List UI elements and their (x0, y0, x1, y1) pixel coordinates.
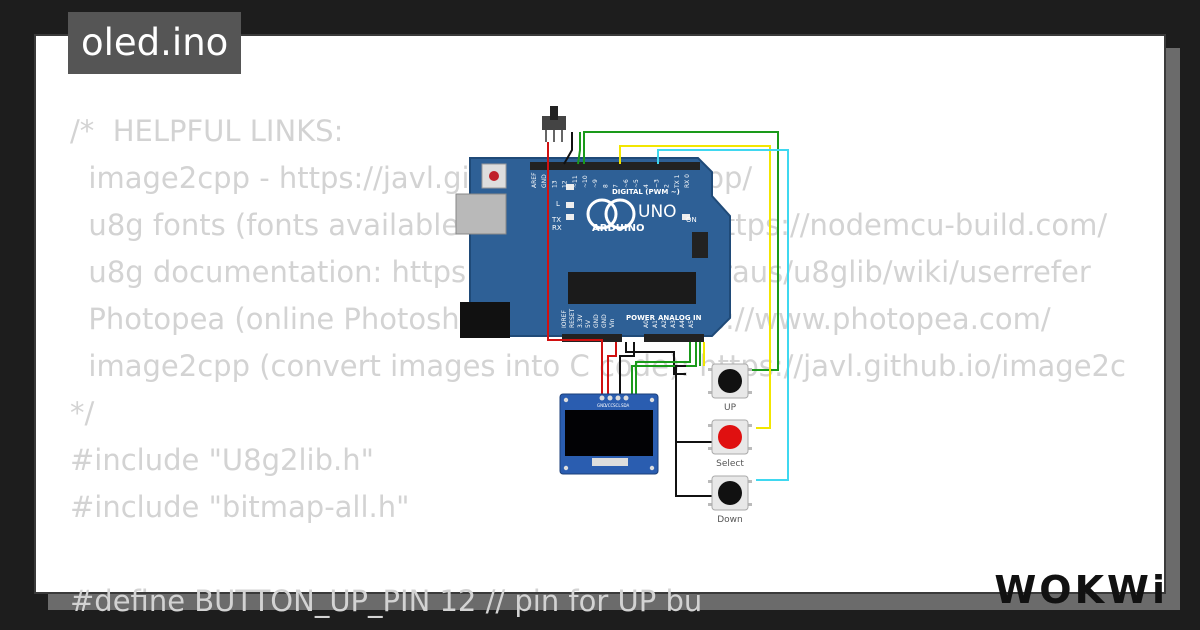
usb-port (455, 193, 507, 235)
digital-header (530, 162, 700, 170)
top-pin-label: ~3 (653, 179, 660, 188)
bottom-pin-label: A2 (661, 320, 668, 328)
bottom-pin-label: GND (601, 314, 608, 328)
top-pin-label: ~6 (623, 179, 630, 188)
digital-pins-label: DIGITAL (PWM ~) (612, 188, 680, 196)
l-led-label: L (556, 200, 560, 208)
power-header (562, 334, 622, 342)
push-button-label: Down (717, 515, 743, 525)
push-buttons[interactable]: UP Select Down (708, 363, 752, 525)
push-button-label: UP (724, 403, 737, 413)
tx-led-label: TX (551, 216, 561, 224)
code-line: */ (70, 396, 95, 430)
wokwi-logo: WOKWi (994, 568, 1168, 612)
arduino-logo-icon (586, 198, 618, 230)
push-button-select[interactable]: Select (708, 419, 752, 469)
bottom-pin-label: A4 (679, 320, 686, 328)
bottom-pin-label: A3 (670, 320, 677, 328)
oled-pin-label: SCL (613, 403, 621, 408)
on-led-label: ON (686, 216, 697, 224)
push-button-down[interactable]: Down (708, 475, 752, 525)
code-line: /* HELPFUL LINKS: (70, 114, 344, 148)
push-button-up[interactable]: UP (708, 363, 752, 413)
top-pin-label: 2 (664, 184, 671, 188)
analog-pins-label: ANALOG IN (658, 314, 702, 322)
bottom-pin-label: A5 (688, 320, 695, 328)
top-pin-label: ~11 (572, 175, 579, 188)
bottom-pin-label: RESET (569, 308, 576, 328)
top-pin-label: RX 0 (684, 174, 691, 188)
wires (547, 131, 789, 497)
top-pin-label: TX 1 (674, 174, 681, 189)
top-pin-label: 13 (551, 180, 558, 188)
analog-header (644, 334, 704, 342)
top-pin-label: 12 (562, 180, 569, 188)
code-line: #define BUTTON_UP_PIN 12 // pin for UP b… (70, 584, 703, 618)
oled-pin-label: GND (597, 403, 606, 408)
top-pin-label: 4 (643, 184, 650, 188)
top-pin-label: AREF (531, 172, 538, 188)
bottom-pin-label: Vin (609, 318, 616, 328)
slide-switch[interactable] (542, 106, 566, 142)
top-pin-label: ~10 (582, 175, 589, 188)
bottom-pin-label: A0 (643, 320, 650, 328)
top-pin-label: 7 (613, 184, 620, 188)
top-pin-label: GND (541, 174, 548, 188)
bottom-pin-label: 3.3V (577, 313, 584, 328)
top-pin-label: ~5 (633, 179, 640, 188)
atmega-chip (568, 272, 696, 304)
arduino-uno-board[interactable]: ARDUINO UNO DIGITAL (PWM ~) POWER ANALOG… (455, 157, 731, 342)
power-jack (460, 302, 510, 338)
board-model-label: UNO (638, 202, 677, 222)
code-line: #include "U8g2lib.h" (70, 443, 374, 477)
rx-led-label: RX (552, 224, 562, 232)
bottom-pin-label: IOREF (561, 310, 568, 328)
oled-pin-label: VCC (605, 403, 614, 408)
board-brand-label: ARDUINO (592, 223, 644, 234)
push-button-label: Select (716, 459, 744, 469)
file-title: oled.ino (68, 12, 242, 74)
bottom-pin-label: A1 (652, 320, 659, 328)
circuit-diagram: ARDUINO UNO DIGITAL (PWM ~) POWER ANALOG… (455, 106, 789, 525)
bottom-pin-label: GND (593, 314, 600, 328)
top-pin-label: ~9 (592, 179, 599, 188)
top-pin-label: 8 (602, 184, 609, 188)
project-card[interactable]: /* HELPFUL LINKS: image2cpp - https://ja… (34, 34, 1166, 618)
oled-pin-label: SDA (621, 403, 630, 408)
power-pins-label: POWER (626, 314, 656, 322)
bottom-pin-label: 5V (585, 319, 592, 328)
oled-screen (565, 410, 653, 456)
code-line: #include "bitmap-all.h" (70, 490, 410, 524)
